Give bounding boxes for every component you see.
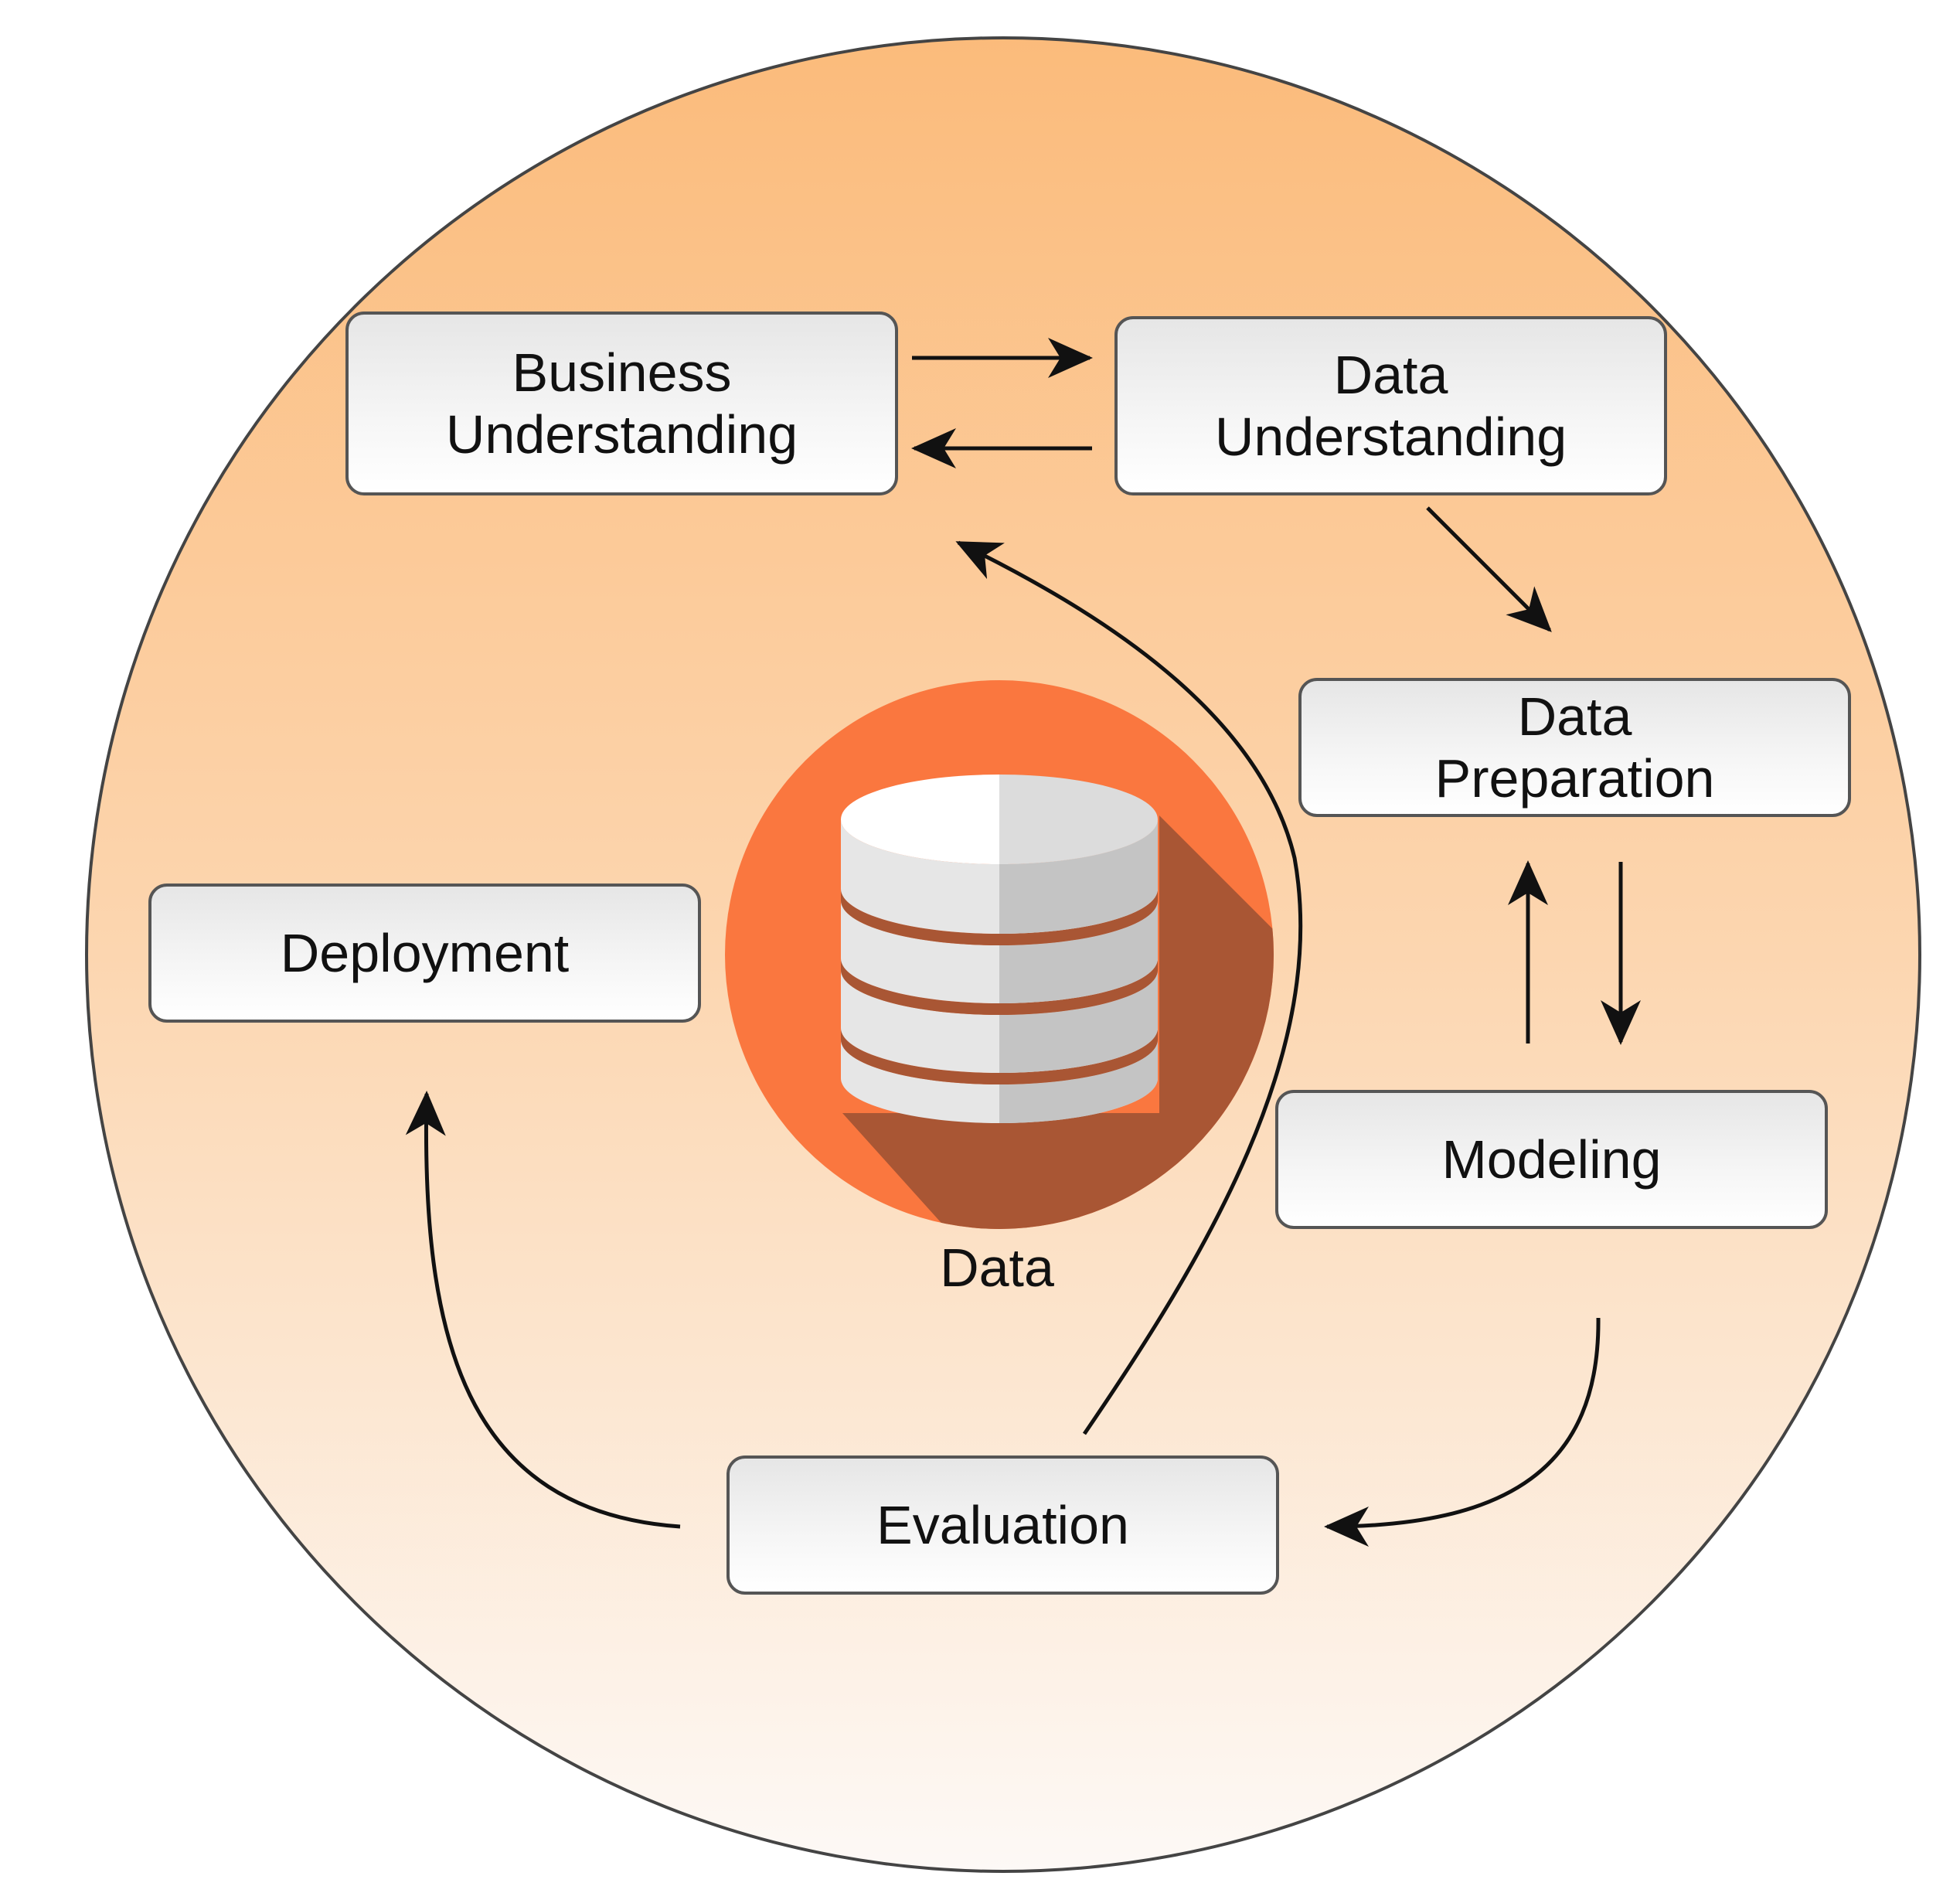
stage-modeling[interactable]: Modeling bbox=[1275, 1090, 1828, 1229]
stage-business-understanding-line2: Understanding bbox=[445, 404, 798, 465]
stage-data-understanding-line1: Data bbox=[1333, 344, 1448, 405]
stage-deployment[interactable]: Deployment bbox=[148, 884, 701, 1023]
arrow-modeling-to-evaluation bbox=[1324, 1317, 1601, 1547]
stage-data-preparation-line2: Preparation bbox=[1434, 748, 1715, 809]
stage-data-understanding[interactable]: Data Understanding bbox=[1114, 316, 1667, 495]
arrow-data-understanding-to-preparation bbox=[1426, 506, 1552, 632]
stage-data-preparation[interactable]: Data Preparation bbox=[1298, 678, 1851, 817]
stage-evaluation[interactable]: Evaluation bbox=[726, 1455, 1279, 1595]
stage-data-understanding-line2: Understanding bbox=[1214, 407, 1567, 467]
flow-arrows bbox=[405, 338, 1641, 1547]
stage-deployment-label: Deployment bbox=[280, 922, 570, 983]
stage-business-understanding-line1: Business bbox=[512, 342, 732, 403]
stage-data-preparation-line1: Data bbox=[1517, 686, 1632, 747]
data-center-label: Data bbox=[940, 1238, 1054, 1298]
stage-business-understanding[interactable]: Business Understanding bbox=[345, 312, 898, 495]
stage-evaluation-label: Evaluation bbox=[876, 1494, 1129, 1555]
arrow-evaluation-to-business bbox=[955, 540, 1303, 1435]
stage-modeling-label: Modeling bbox=[1441, 1129, 1662, 1190]
arrow-evaluation-to-deployment bbox=[405, 1091, 681, 1529]
